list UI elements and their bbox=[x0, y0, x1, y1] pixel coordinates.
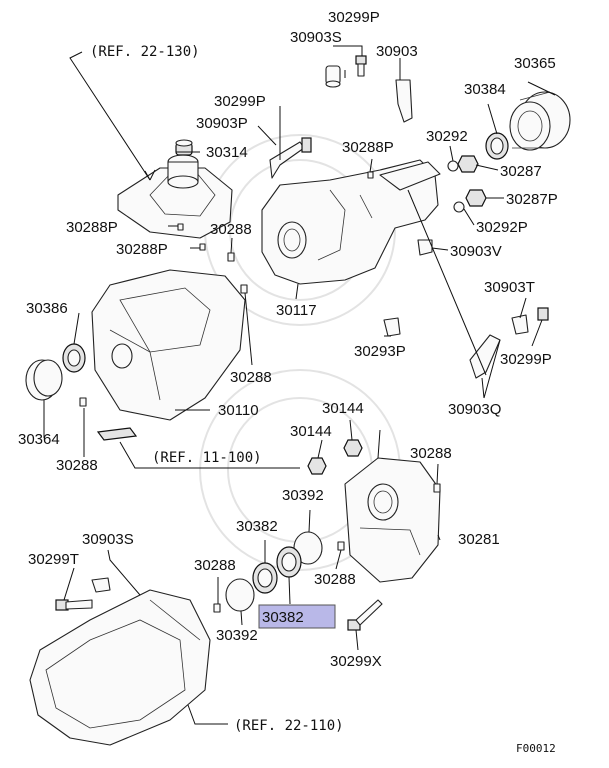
bolt-30299P-a bbox=[355, 55, 367, 77]
part-label-30364: 30364 bbox=[18, 431, 60, 448]
pin-30288-b bbox=[240, 284, 248, 294]
pin-30288-d bbox=[433, 483, 441, 493]
top-cover-part bbox=[117, 154, 233, 239]
pin-30288P-b bbox=[199, 243, 206, 251]
part-label-30288: 30288 bbox=[314, 571, 356, 588]
gasket-30292P bbox=[453, 201, 465, 213]
spacer-30903S-a bbox=[325, 65, 341, 88]
pin-30288P-a bbox=[177, 223, 184, 231]
pin-30288P-c bbox=[367, 171, 374, 179]
part-label-30288P: 30288P bbox=[66, 219, 118, 236]
part-label-30288: 30288 bbox=[56, 457, 98, 474]
part-label-30392: 30392 bbox=[216, 627, 258, 644]
bolt-30299P-c bbox=[537, 307, 549, 321]
part-label-30299P: 30299P bbox=[328, 9, 380, 26]
part-label-30299P: 30299P bbox=[214, 93, 266, 110]
part-label-30288: 30288 bbox=[194, 557, 236, 574]
part-label-30384: 30384 bbox=[464, 81, 506, 98]
part-label-30903: 30903 bbox=[376, 43, 418, 60]
shim-30392-b bbox=[225, 578, 255, 612]
shim-strip bbox=[96, 427, 138, 441]
ref-label-22-110: (REF. 22-110) bbox=[234, 718, 344, 734]
part-label-30903V: 30903V bbox=[450, 243, 502, 260]
part-label-30144: 30144 bbox=[290, 423, 332, 440]
part-label-30903P: 30903P bbox=[196, 115, 248, 132]
oil-seal-30382-a bbox=[252, 562, 278, 594]
nut-30144-b bbox=[307, 457, 327, 475]
part-label-30288: 30288 bbox=[410, 445, 452, 462]
bracket-30903 bbox=[395, 79, 413, 123]
leader-lines bbox=[43, 45, 556, 725]
part-label-30299X: 30299X bbox=[330, 653, 382, 670]
part-label-30386: 30386 bbox=[26, 300, 68, 317]
part-label-30110: 30110 bbox=[218, 402, 259, 419]
part-label-30292: 30292 bbox=[426, 128, 468, 145]
part-label-30392: 30392 bbox=[282, 487, 324, 504]
bracket-30903Q bbox=[469, 334, 501, 379]
bolt-30299X bbox=[347, 599, 383, 631]
seal-30365 bbox=[509, 91, 571, 151]
part-label-30287: 30287 bbox=[500, 163, 542, 180]
part-label-30117: 30117 bbox=[276, 302, 317, 319]
part-label-30288: 30288 bbox=[230, 369, 272, 386]
part-label-30287P: 30287P bbox=[506, 191, 558, 208]
extension-housing-30117 bbox=[261, 159, 441, 285]
bracket-30903S-b bbox=[91, 577, 111, 593]
highlight-box bbox=[258, 604, 336, 629]
pin-30288-a bbox=[227, 252, 235, 262]
part-label-30288: 30288 bbox=[210, 221, 252, 238]
part-label-30299P: 30299P bbox=[500, 351, 552, 368]
nut-30144-a bbox=[343, 439, 363, 457]
plug-30287 bbox=[457, 155, 479, 173]
gasket-30292 bbox=[447, 160, 459, 172]
oil-seal-30382-b bbox=[276, 546, 302, 578]
ref-label-22-130: (REF. 22-130) bbox=[90, 44, 200, 60]
pin-30288-e bbox=[337, 541, 345, 551]
plug-30287P bbox=[465, 189, 487, 207]
part-label-30292P: 30292P bbox=[476, 219, 528, 236]
bolt-30299P-b bbox=[301, 137, 312, 153]
bolt-30299T bbox=[55, 599, 93, 611]
plug-30314 bbox=[175, 139, 193, 156]
rear-case-30281 bbox=[344, 457, 441, 583]
part-label-30293P: 30293P bbox=[354, 343, 406, 360]
part-label-30299T: 30299T bbox=[28, 551, 79, 568]
part-label-30382: 30382 bbox=[236, 518, 278, 535]
part-label-30314: 30314 bbox=[206, 144, 248, 161]
figure-code: F00012 bbox=[516, 742, 556, 755]
bracket-30293P bbox=[383, 317, 401, 337]
oil-seal-30384 bbox=[485, 132, 509, 160]
part-label-30903S: 30903S bbox=[290, 29, 342, 46]
bracket-30903T bbox=[511, 314, 529, 335]
bell-housing-part bbox=[29, 589, 211, 746]
part-label-30365: 30365 bbox=[514, 55, 556, 72]
pin-30288-f bbox=[213, 603, 221, 613]
part-label-30903S: 30903S bbox=[82, 531, 134, 548]
sleeve-30364 bbox=[25, 359, 63, 401]
transfer-case-30110 bbox=[91, 269, 246, 421]
bracket-30903P bbox=[269, 141, 305, 179]
part-labels: 30299P 30903S 30903 30365 30384 30299P 3… bbox=[18, 9, 558, 670]
part-label-30144: 30144 bbox=[322, 400, 364, 417]
part-label-30903Q: 30903Q bbox=[448, 401, 501, 418]
part-label-30281: 30281 bbox=[458, 531, 500, 548]
ref-label-11-100: (REF. 11-100) bbox=[152, 450, 262, 466]
oil-seal-30386 bbox=[62, 343, 86, 373]
bracket-30903V bbox=[417, 239, 433, 256]
part-label-30288P: 30288P bbox=[342, 139, 394, 156]
part-label-30903T: 30903T bbox=[484, 279, 535, 296]
pin-30288-c bbox=[79, 397, 87, 407]
part-label-30382-highlighted[interactable]: 30382 bbox=[262, 609, 304, 626]
part-label-30288P: 30288P bbox=[116, 241, 168, 258]
